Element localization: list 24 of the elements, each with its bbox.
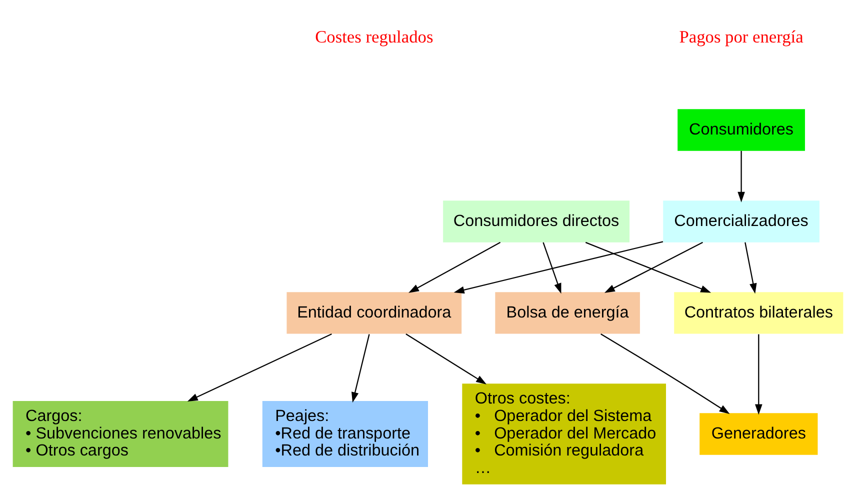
node-box: Bolsa de energía — [495, 292, 640, 334]
arrow — [744, 242, 757, 294]
arrow — [406, 334, 487, 384]
arrow — [585, 242, 712, 293]
node-box: Comercializadores — [663, 200, 820, 242]
node-box: Entidad coordinadora — [286, 292, 462, 334]
arrow — [454, 241, 664, 294]
node-box: Generadores — [700, 413, 818, 455]
node-box: Peajes: •Red de transporte •Red de distribución — [262, 400, 428, 467]
arrow — [738, 150, 745, 202]
node-box: Consumidores directos — [443, 200, 630, 242]
arrow — [351, 334, 370, 403]
arrow — [600, 333, 730, 414]
node-box: Otros costes: • Operador del Sistema • Operador del Mercado • Comisión reguladora … — [462, 384, 666, 484]
node-box: Consumidores — [678, 109, 805, 151]
arrow — [187, 333, 332, 402]
label: Pagos por energía — [679, 28, 804, 47]
arrow — [755, 334, 762, 415]
arrow — [408, 242, 501, 293]
arrow — [542, 242, 562, 294]
label: Costes regulados — [315, 28, 434, 47]
node-box: Cargos: • Subvenciones renovables • Otros cargos — [12, 400, 228, 467]
node-box: Contratos bilaterales — [674, 292, 844, 334]
arrow — [604, 242, 703, 293]
